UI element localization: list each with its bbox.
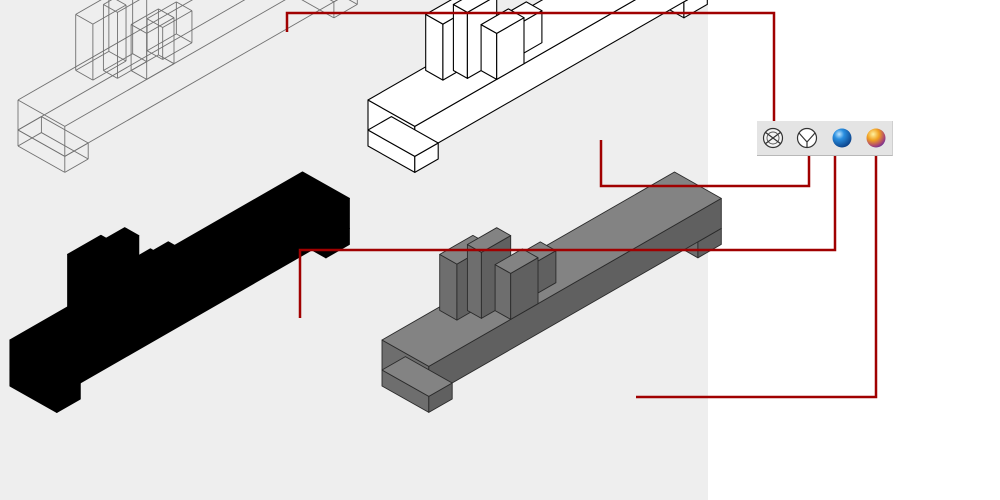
wireframe-edge bbox=[117, 0, 140, 13]
wireframe-edge bbox=[92, 4, 127, 25]
wireframe-edge bbox=[17, 129, 66, 157]
wireframe-edge bbox=[64, 158, 89, 173]
hidden-line-face bbox=[425, 13, 444, 81]
wireframe-edge bbox=[146, 18, 163, 28]
wireframe-edge bbox=[146, 33, 177, 52]
wireframe-edge bbox=[75, 0, 102, 15]
shading-toolbar bbox=[757, 121, 893, 156]
wireframe-edge bbox=[146, 50, 163, 60]
wireframe-edge bbox=[17, 99, 66, 127]
flat-face bbox=[94, 243, 111, 319]
wireframe-edge bbox=[130, 54, 159, 71]
wireframe-edge bbox=[348, 0, 358, 5]
callout-line-hidden-line bbox=[599, 140, 811, 188]
wireframe-edge bbox=[162, 42, 193, 60]
hidden-line-face bbox=[367, 116, 439, 157]
flat-shading-icon bbox=[832, 128, 852, 148]
wireframe-edge bbox=[75, 50, 110, 71]
callout-line-flat bbox=[298, 150, 837, 318]
flat-face bbox=[122, 264, 140, 320]
wireframe-edge bbox=[158, 8, 175, 19]
wireframe-edge bbox=[103, 4, 118, 13]
wireframe-edge bbox=[176, 33, 193, 44]
hidden-line-shading-button[interactable] bbox=[791, 121, 821, 155]
wireframe-edge bbox=[17, 0, 194, 101]
wireframe-edge bbox=[146, 17, 175, 34]
wireframe-edge bbox=[132, 53, 147, 62]
wireframe-edge bbox=[103, 70, 118, 79]
hidden-line-view bbox=[367, 0, 708, 173]
hidden-line-shading-icon bbox=[796, 127, 818, 149]
callout-line-wireframe bbox=[285, 11, 776, 130]
flat-shaded-view bbox=[9, 171, 350, 413]
wireframe-edge bbox=[329, 0, 335, 3]
gouraud-shading-button[interactable] bbox=[860, 121, 890, 155]
wireframe-edge bbox=[130, 8, 159, 25]
wireframe-edge bbox=[146, 63, 175, 80]
flat-face bbox=[122, 248, 167, 274]
wireframe-shading-button[interactable] bbox=[757, 121, 787, 155]
flat-face bbox=[67, 253, 86, 321]
gouraud-shading-icon bbox=[866, 128, 886, 148]
flat-face bbox=[94, 227, 140, 253]
callout-line-gouraud bbox=[636, 150, 878, 399]
wireframe-edge bbox=[162, 10, 193, 28]
wireframe-edge bbox=[75, 70, 94, 81]
wireframe-edge bbox=[64, 0, 339, 157]
gouraud-face bbox=[494, 248, 539, 274]
wireframe-edge bbox=[92, 60, 127, 81]
gouraud-face bbox=[466, 244, 482, 319]
wireframe-edge bbox=[176, 1, 193, 12]
wireframe-edge bbox=[103, 0, 113, 5]
wireframe-edge bbox=[130, 70, 147, 80]
wireframe-edge bbox=[116, 0, 127, 6]
wireframe-edge bbox=[103, 53, 133, 71]
wireframe-edge bbox=[17, 145, 66, 173]
hidden-line-face bbox=[452, 0, 491, 13]
hidden-line-face bbox=[480, 24, 498, 80]
wireframe-edge bbox=[64, 0, 286, 127]
wireframe-edge bbox=[333, 4, 358, 19]
wireframe-edge bbox=[17, 0, 246, 131]
wireframe-edge bbox=[75, 14, 94, 25]
wireframe-edge bbox=[17, 132, 42, 147]
wireframe-shading-icon bbox=[762, 127, 784, 149]
flat-face bbox=[9, 356, 81, 397]
gouraud-shaded-view bbox=[381, 171, 722, 413]
flat-shading-button[interactable] bbox=[826, 121, 856, 155]
wireframe-edge bbox=[130, 24, 147, 34]
hidden-line-face bbox=[452, 3, 468, 79]
wireframe-edge bbox=[158, 54, 175, 65]
wireframe-view bbox=[17, 0, 358, 173]
gouraud-face bbox=[381, 356, 453, 397]
gouraud-face bbox=[439, 253, 458, 321]
callout-lines bbox=[285, 11, 878, 399]
hidden-line-face bbox=[683, 0, 708, 19]
gouraud-face bbox=[494, 264, 512, 320]
